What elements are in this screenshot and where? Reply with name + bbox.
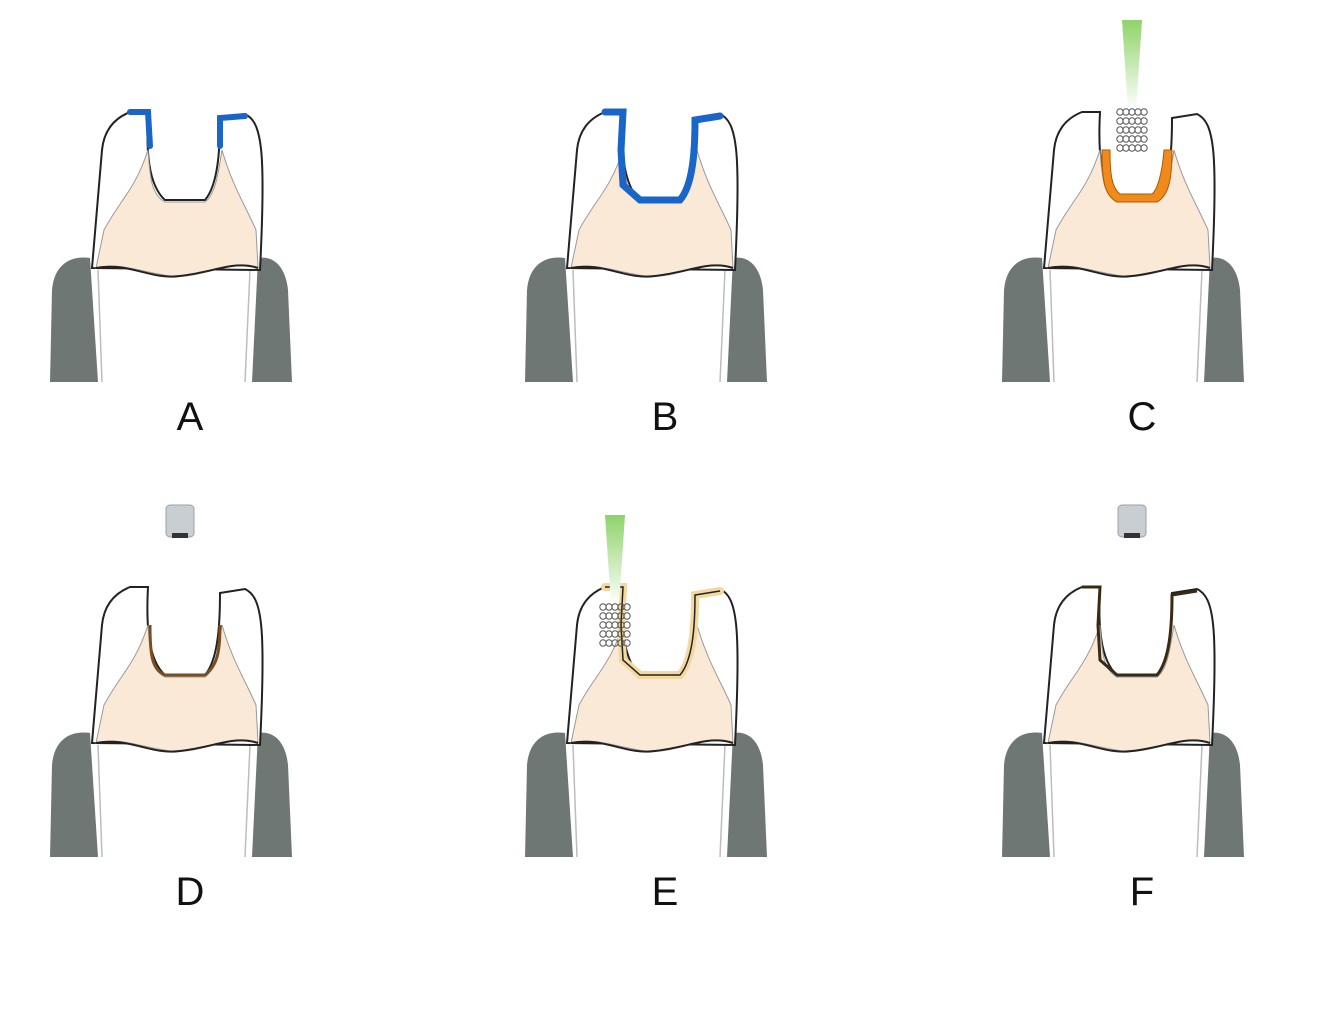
panel-label-c: C	[1127, 395, 1157, 439]
gum-right	[1204, 257, 1244, 382]
panel-e: E	[515, 515, 915, 1015]
panel-b: B	[515, 70, 915, 540]
root-outline	[1049, 269, 1203, 383]
curing-light-tip	[165, 504, 195, 538]
root-outline	[97, 744, 251, 858]
tooth-illustration	[525, 515, 767, 858]
gum-right	[727, 257, 767, 382]
bonded-layer	[148, 624, 222, 677]
cej-line	[570, 739, 734, 753]
root-outline	[1049, 744, 1203, 858]
gum-left	[1002, 257, 1050, 382]
panel-a: A	[40, 70, 440, 540]
root-outline	[572, 269, 726, 383]
figure: A B C D E F	[40, 20, 1328, 914]
cej-line	[1047, 739, 1211, 753]
panel-label-f: F	[1129, 870, 1155, 914]
panel-d: D	[40, 504, 440, 1015]
gum-left	[525, 257, 573, 382]
blue-deposit-right	[217, 113, 248, 149]
panel-label-e: E	[651, 870, 679, 914]
gum-left	[1002, 732, 1050, 857]
gum-left	[50, 257, 98, 382]
gum-right	[252, 257, 292, 382]
tooth-illustration	[50, 109, 292, 383]
curing-light-tip	[1117, 504, 1147, 538]
root-outline	[572, 744, 726, 858]
brush-applicator	[599, 515, 631, 647]
cej-line	[95, 739, 259, 753]
panel-label-a: A	[176, 395, 204, 439]
root-outline	[97, 269, 251, 383]
tooth-illustration	[525, 108, 767, 383]
gum-right	[1204, 732, 1244, 857]
brush-applicator	[1116, 20, 1148, 152]
gum-left	[525, 732, 573, 857]
cej-line	[570, 264, 734, 278]
final-restoration-line	[1082, 585, 1198, 677]
panel-c: C	[992, 20, 1328, 540]
blue-deposit	[601, 108, 724, 204]
panel-label-d: D	[175, 870, 205, 914]
orange-deposit	[1101, 149, 1173, 203]
gum-left	[50, 732, 98, 857]
cej-line	[95, 264, 259, 278]
panel-f: F	[992, 504, 1328, 1015]
cavity-outline	[605, 586, 721, 676]
panel-label-b: B	[651, 395, 679, 439]
tooth-illustration	[1002, 504, 1244, 858]
tooth-illustration	[50, 504, 292, 858]
tooth-illustration	[1002, 20, 1244, 383]
gum-right	[727, 732, 767, 857]
cej-line	[1047, 264, 1211, 278]
gum-right	[252, 732, 292, 857]
blue-deposit-left	[127, 109, 153, 149]
